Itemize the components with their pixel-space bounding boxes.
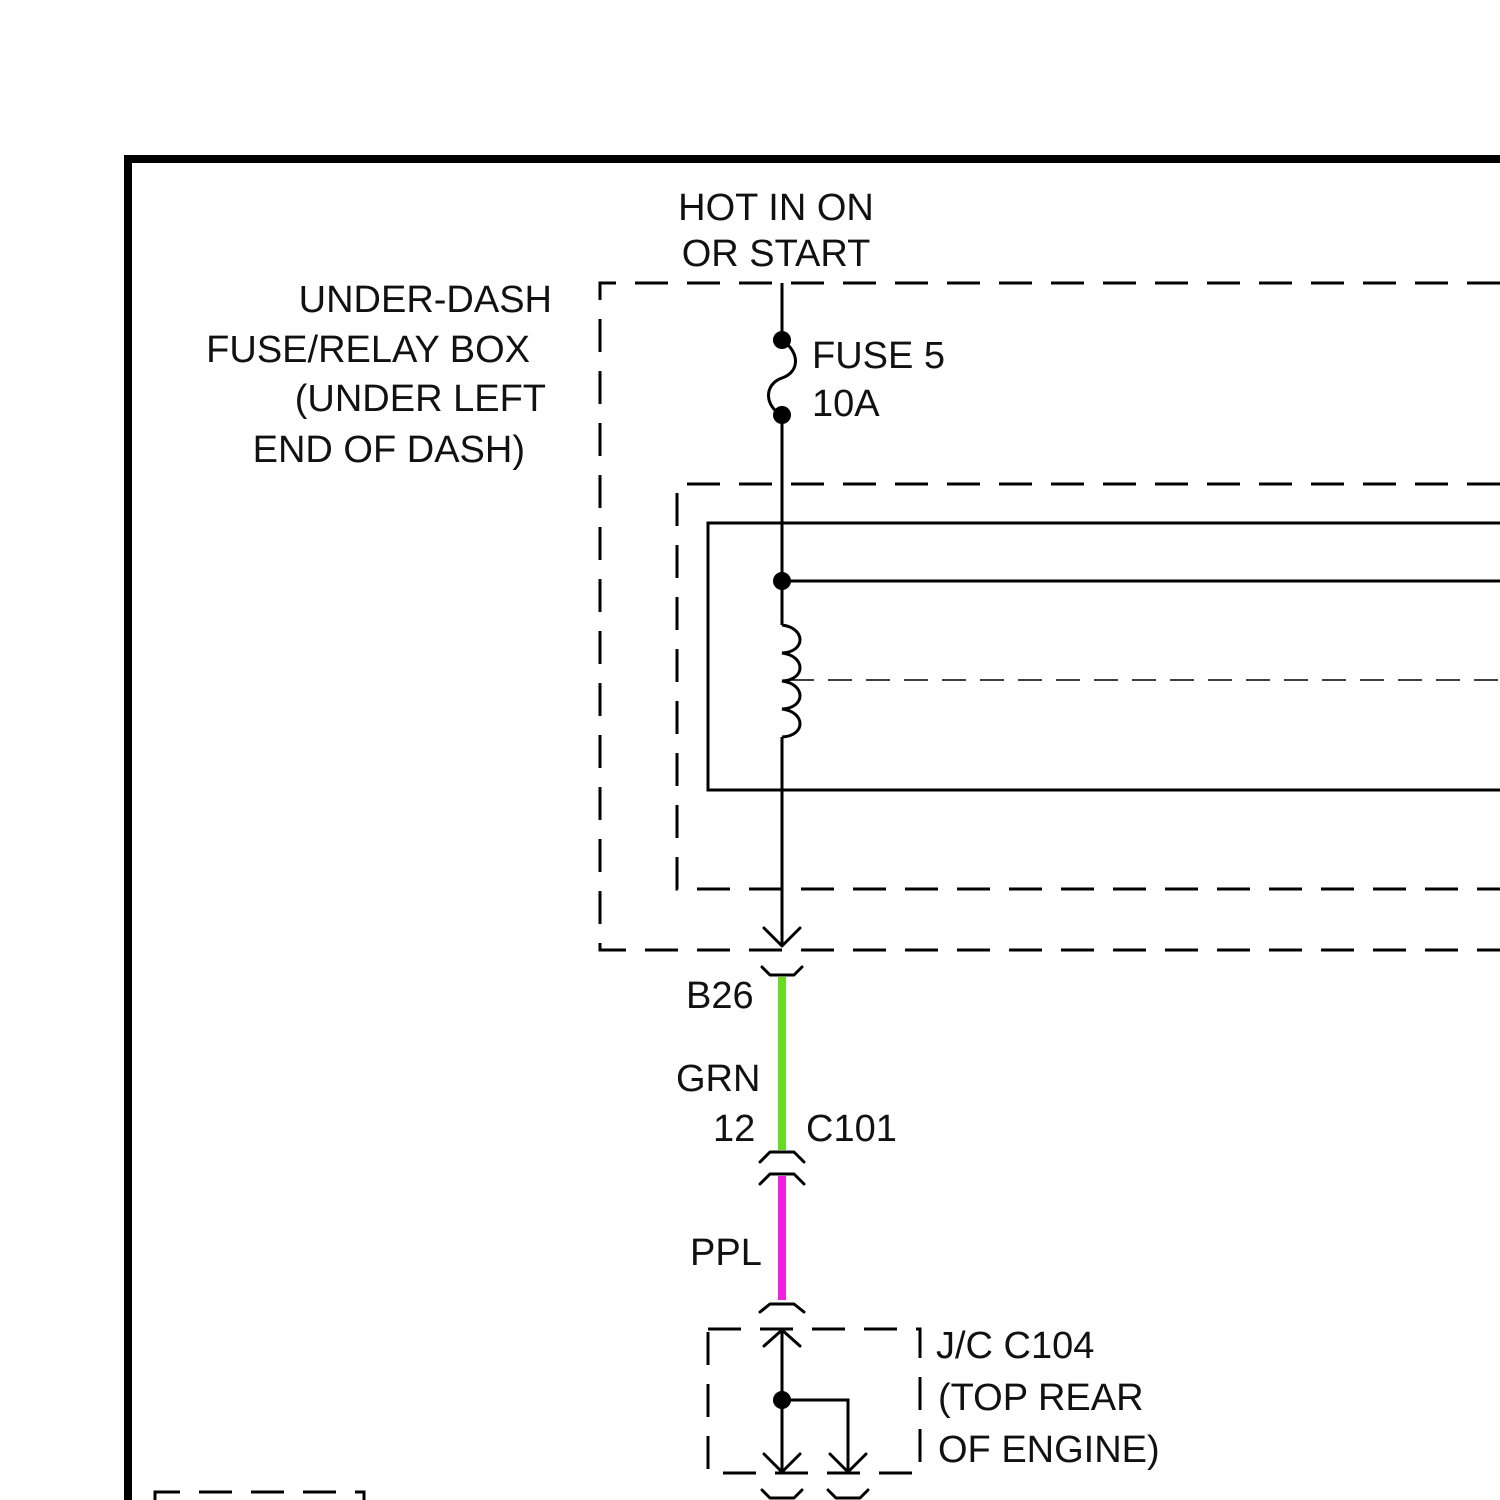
wire-grn-label: GRN [676, 1058, 760, 1100]
jc-label-line2: (TOP REAR [938, 1377, 1144, 1419]
power-source-label-line2: OR START [682, 233, 871, 275]
power-source-label-line1: HOT IN ON [678, 187, 874, 229]
connector-c104-input [760, 1304, 804, 1312]
relay-box [708, 523, 1500, 790]
connector-c101-upper [760, 1152, 804, 1162]
fuse-rating-label: 10A [812, 383, 880, 425]
fusebox-label-line4: END OF DASH) [253, 429, 525, 471]
jc-output-connector-1 [762, 1490, 802, 1498]
jc-label-line1: J/C C104 [936, 1325, 1094, 1367]
jc-output-connector-2 [828, 1490, 868, 1498]
lower-left-component-outline [155, 1492, 364, 1500]
wire-ppl-label: PPL [690, 1232, 762, 1274]
connector-c101-label: C101 [806, 1108, 897, 1150]
fusebox-label-line2: FUSE/RELAY BOX [206, 329, 530, 371]
connector-female-b26 [762, 967, 802, 975]
fusebox-outline [600, 283, 1500, 950]
relay-coil [782, 625, 800, 737]
pin-number-label: 12 [713, 1108, 755, 1150]
fusebox-label-line1: UNDER-DASH [299, 279, 552, 321]
jc-label-line3: OF ENGINE) [938, 1429, 1160, 1471]
terminal-label: B26 [686, 975, 754, 1017]
fusebox-label-line3: (UNDER LEFT [295, 378, 546, 420]
fuse-name-label: FUSE 5 [812, 335, 945, 377]
relay-module-outline [677, 484, 1500, 889]
fuse-symbol [769, 340, 796, 415]
